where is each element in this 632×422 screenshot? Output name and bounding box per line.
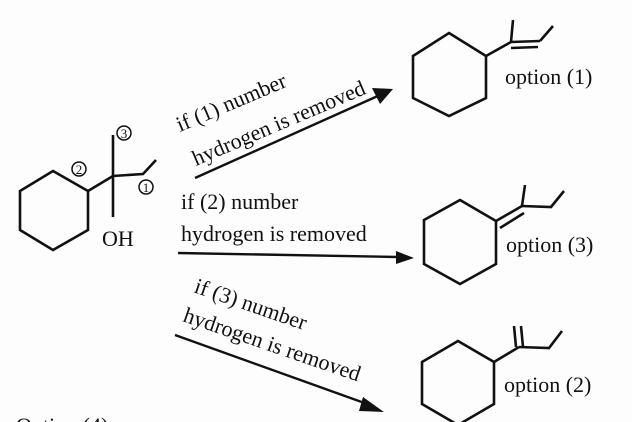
- reactant-bond: [112, 159, 157, 178]
- reaction-arrow-2: if (2) number hydrogen is removed: [177, 189, 414, 264]
- hydrogen-label-2: 2: [71, 161, 87, 177]
- reactant-cyclohexane-ring: [18, 169, 90, 252]
- product-1-label: option (1): [505, 64, 592, 89]
- svg-text:3: 3: [121, 126, 128, 141]
- footer-text: Option (4) ...: [16, 413, 130, 422]
- reactant-molecule: OH 3 2 1: [18, 125, 157, 252]
- arrow-2-line-2: hydrogen is removed: [181, 221, 367, 246]
- svg-text:2: 2: [76, 162, 83, 177]
- reaction-arrow-1: if (1) number hydrogen is removed: [172, 67, 393, 180]
- oh-label: OH: [102, 226, 134, 251]
- hydrogen-label-3: 3: [116, 125, 132, 141]
- arrowhead-icon: [396, 251, 414, 264]
- arrowhead-icon: [372, 88, 393, 104]
- product-option-2: option (2): [420, 325, 591, 422]
- product-1-cyclohexane-ring: [411, 31, 488, 118]
- reactant-bond: [87, 174, 114, 193]
- product-option-1: option (1): [411, 19, 592, 118]
- arrowhead-icon: [359, 397, 384, 412]
- arrow-2-line-1: if (2) number: [181, 189, 299, 214]
- svg-text:1: 1: [143, 180, 150, 195]
- product-option-3: option (3): [422, 184, 593, 286]
- product-3-label: option (2): [504, 372, 591, 397]
- product-2-label: option (3): [506, 232, 593, 257]
- product-2-cyclohexane-ring: [422, 198, 498, 286]
- hydrogen-label-1: 1: [138, 179, 154, 195]
- reaction-arrow-3: if (3) number hydrogen is removed: [174, 273, 384, 412]
- product-3-cyclohexane-ring: [420, 339, 496, 422]
